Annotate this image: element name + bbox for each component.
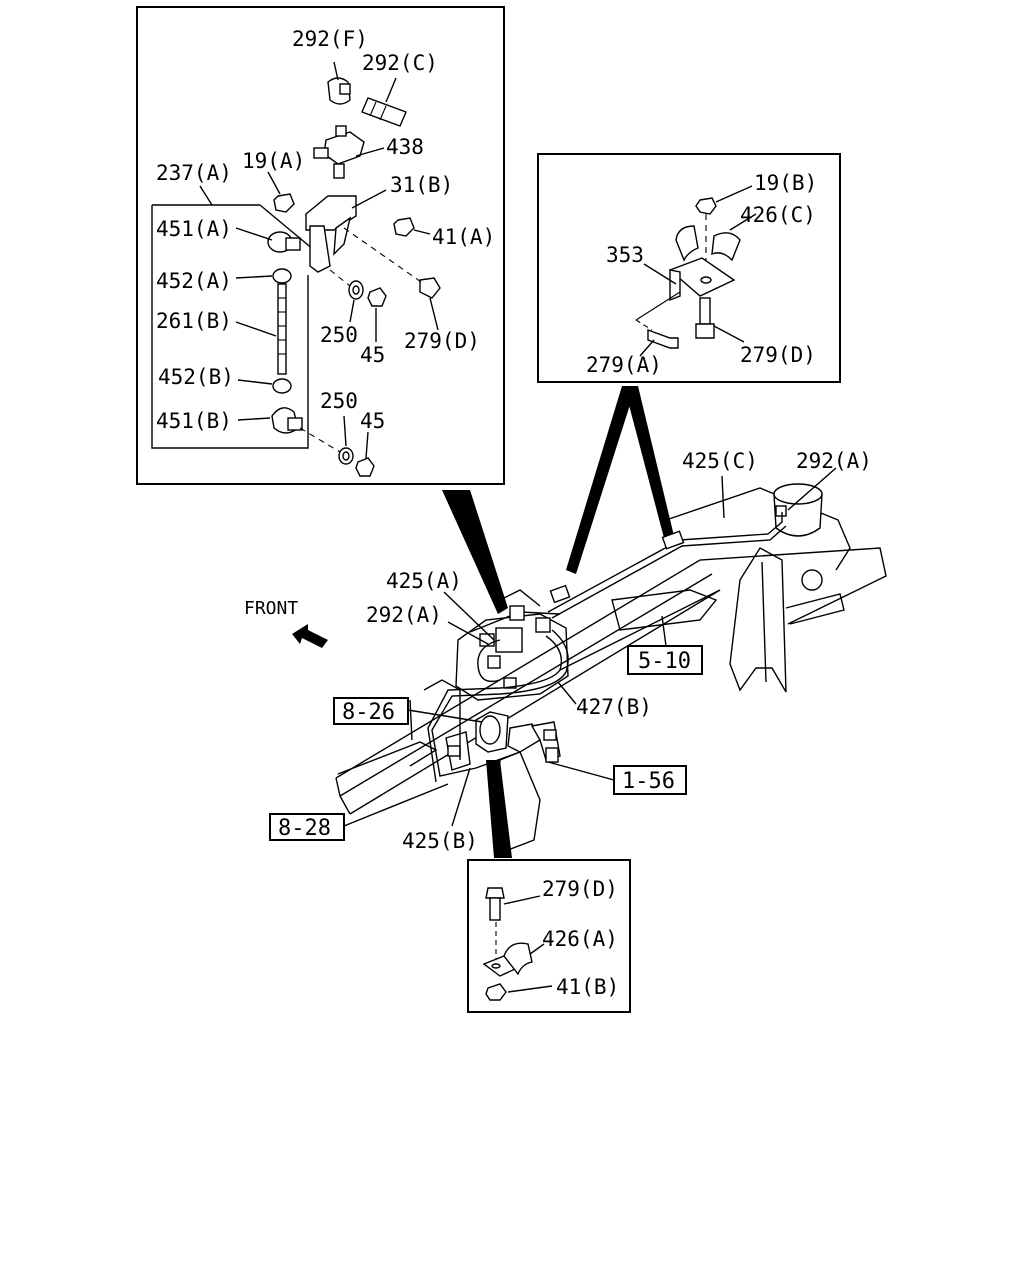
- clamp-426c: [675, 213, 757, 262]
- label-292a-right: 292(A): [796, 449, 872, 473]
- label-426c: 426(C): [740, 203, 816, 227]
- threaded-rod-261b: [235, 283, 287, 375]
- nut-41a: [393, 217, 431, 237]
- label-292f: 292(F): [292, 27, 368, 51]
- clamp-426a: [482, 942, 545, 977]
- nut-19b: [695, 185, 753, 215]
- bolt-279d-c: [485, 887, 541, 921]
- ref-box-8-26[interactable]: 8-26: [333, 697, 409, 725]
- nut-452a: [235, 268, 292, 284]
- label-279d-a: 279(D): [404, 329, 480, 353]
- label-292c: 292(C): [362, 51, 438, 75]
- label-438: 438: [386, 135, 424, 159]
- nut-45b: [355, 431, 375, 477]
- label-425c: 425(C): [682, 449, 758, 473]
- label-41b: 41(B): [556, 975, 619, 999]
- elbow-fitting-292f: [327, 61, 351, 105]
- label-425b: 425(B): [402, 829, 478, 853]
- label-45-b: 45: [360, 409, 385, 433]
- nut-41b: [485, 983, 553, 1001]
- bracket-31b: [305, 189, 387, 273]
- valve-cluster: [479, 605, 551, 689]
- label-425a: 425(A): [386, 569, 462, 593]
- reservoir-tank: [773, 483, 823, 537]
- ref-8-28: 8-28: [278, 816, 331, 841]
- tee-fitting-438: [313, 125, 385, 179]
- arrow-up-left-icon: [292, 624, 328, 648]
- front-label: FRONT: [244, 598, 298, 619]
- label-279d-b: 279(D): [740, 343, 816, 367]
- label-452a: 452(A): [156, 269, 232, 293]
- nut-19a: [267, 171, 295, 213]
- hose-fitting-292c: [361, 77, 407, 127]
- ref-5-10: 5-10: [638, 649, 691, 674]
- fitting-451a: [235, 227, 301, 253]
- label-452b: 452(B): [158, 365, 234, 389]
- label-426a: 426(A): [542, 927, 618, 951]
- pipe-clip-upper: [661, 530, 685, 550]
- fitting-451b: [237, 407, 303, 434]
- label-451a: 451(A): [156, 217, 232, 241]
- label-19a: 19(A): [242, 149, 305, 173]
- nut-452b: [237, 378, 292, 394]
- ref-box-1-56[interactable]: 1-56: [613, 765, 687, 795]
- pointer-wedge-bottom: [486, 760, 512, 858]
- pipe-clip-mid: [549, 584, 571, 604]
- detail-box-valve-assembly: 292(F) 292(C) 438 19(A) 237(A) 31(B) 41(…: [136, 6, 505, 485]
- label-237a: 237(A): [156, 161, 232, 185]
- ref-box-5-10[interactable]: 5-10: [627, 645, 703, 675]
- label-451b: 451(B): [156, 409, 232, 433]
- label-31b: 31(B): [390, 173, 453, 197]
- bolt-279d-a: [419, 277, 441, 331]
- ref-box-8-28[interactable]: 8-28: [269, 813, 345, 841]
- chassis-assembly: FRONT 425(C) 292(A) 425(A) 292(A) 427(B)…: [244, 449, 887, 853]
- plate-353: [643, 257, 736, 302]
- label-353: 353: [606, 243, 644, 267]
- label-41a: 41(A): [432, 225, 495, 249]
- pointer-wedge-right-1: [566, 386, 636, 574]
- label-292a-left: 292(A): [366, 603, 442, 627]
- pointer-wedge-left: [442, 490, 508, 614]
- label-279d-c: 279(D): [542, 877, 618, 901]
- washer-250b: [338, 415, 354, 465]
- ref-1-56: 1-56: [622, 769, 675, 794]
- washer-250a: [348, 280, 364, 323]
- label-250-b: 250: [320, 389, 358, 413]
- ref-8-26: 8-26: [342, 700, 395, 725]
- nut-45a: [367, 287, 387, 342]
- booster-unit: [445, 711, 561, 771]
- bolt-279d-b: [695, 297, 745, 343]
- label-279a: 279(A): [586, 353, 662, 377]
- detail-box-lower-clip: 279(D) 426(A) 41(B): [467, 859, 631, 1013]
- label-261b: 261(B): [156, 309, 232, 333]
- label-45-a: 45: [360, 343, 385, 367]
- detail-box-pipe-clip: 19(B) 426(C) 353 279(A) 279(D): [537, 153, 841, 383]
- label-427b: 427(B): [576, 695, 652, 719]
- label-250-a: 250: [320, 323, 358, 347]
- label-19b: 19(B): [754, 171, 817, 195]
- pointer-wedge-right-2: [624, 386, 674, 538]
- bolt-279a: [639, 329, 679, 357]
